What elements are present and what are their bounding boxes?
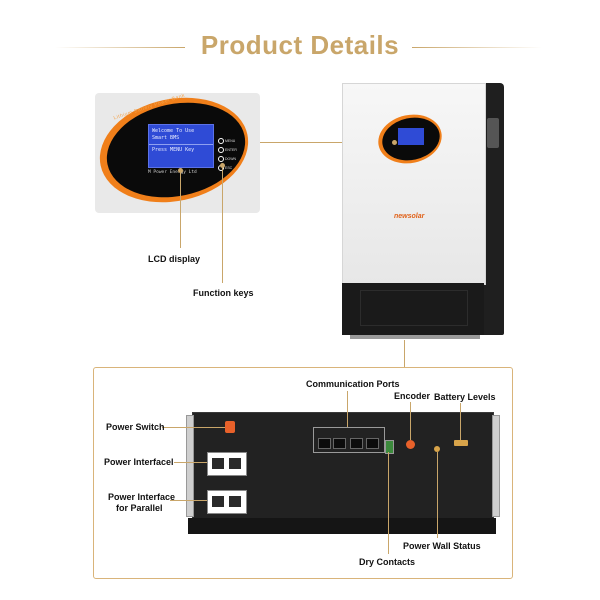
tower-lcd-dot [392, 140, 397, 145]
dry-contacts-leader [388, 452, 389, 554]
key-circle-icon [218, 137, 224, 144]
lcd-line-3: Press MENU Key [152, 147, 195, 153]
terminal-icon [229, 458, 241, 469]
lcd-leader-dot [178, 168, 183, 173]
title-line-right [412, 47, 542, 48]
comm-port-1[interactable] [318, 438, 331, 449]
tower-feet [350, 335, 480, 339]
comm-port-3[interactable] [350, 438, 363, 449]
battery-panel-base [188, 518, 496, 534]
tower-connector-line [404, 340, 405, 367]
title-line-left [55, 47, 185, 48]
power-wall-status-label: Power Wall Status [403, 541, 481, 551]
parallel-label-line-2: for Parallel [116, 503, 163, 513]
lcd-leader-line [180, 170, 181, 248]
battery-level-leds [454, 440, 468, 446]
communication-ports-label: Communication Ports [306, 379, 400, 389]
lcd-line-2: Smart BMS [152, 135, 180, 141]
dry-contacts-port[interactable] [385, 440, 394, 454]
panel-bracket-left [186, 415, 194, 517]
terminal-icon [212, 458, 224, 469]
terminal-icon [229, 496, 241, 507]
parallel-label-line-1: Power Interface [108, 492, 176, 502]
power-interface-port[interactable] [207, 452, 247, 476]
power-switch[interactable] [225, 421, 235, 433]
encoder-label: Encoder [394, 391, 431, 401]
lcd-screen: Welcome To Use Smart BMS Press MENU Key [148, 124, 214, 168]
power-switch-label: Power Switch [106, 422, 165, 432]
parallel-power-port[interactable] [207, 490, 247, 514]
lcd-line-1: Welcome To Use [152, 128, 195, 134]
encoder-leader [410, 402, 411, 440]
power-switch-leader [162, 427, 225, 428]
tower-front [342, 83, 486, 285]
power-interface-label: Power Interfacel [104, 457, 174, 467]
tower-base-cover [360, 290, 468, 326]
panel-connector-line [260, 142, 395, 143]
function-keys-label: Function keys [193, 288, 254, 298]
tower-base [342, 283, 484, 335]
key-circle-icon [218, 146, 224, 153]
battery-levels-label: Battery Levels [434, 392, 496, 402]
comm-ports-leader [347, 391, 348, 427]
lcd-footer-text: M Power Energy Ltd [148, 170, 197, 175]
function-key-enter[interactable]: ENTER [218, 141, 238, 153]
encoder-knob[interactable] [406, 440, 415, 449]
comm-port-2[interactable] [333, 438, 346, 449]
power-interface-leader [174, 462, 207, 463]
power-wall-leader [437, 452, 438, 538]
power-wall-status-led [434, 446, 440, 452]
tower-side-handle [487, 118, 499, 148]
terminal-icon [212, 496, 224, 507]
keys-leader-line [222, 165, 223, 283]
parallel-leader [170, 500, 207, 501]
comm-port-4[interactable] [366, 438, 379, 449]
keys-leader-dot [220, 163, 225, 168]
tower-lcd-screen [398, 128, 424, 145]
battery-levels-leader [460, 403, 461, 440]
function-key-down[interactable]: DOWN [218, 150, 238, 162]
page-title: Product Details [200, 30, 400, 60]
comm-ports-frame [313, 427, 385, 453]
panel-bracket-right [492, 415, 500, 517]
key-circle-icon [218, 155, 224, 162]
lcd-separator [149, 144, 213, 145]
function-key-menu[interactable]: MENU [218, 132, 238, 144]
brand-logo: newsolar [394, 213, 425, 220]
dry-contacts-label: Dry Contacts [359, 557, 416, 567]
bottom-detail-frame [93, 367, 513, 579]
lcd-display-label: LCD display [148, 254, 201, 264]
